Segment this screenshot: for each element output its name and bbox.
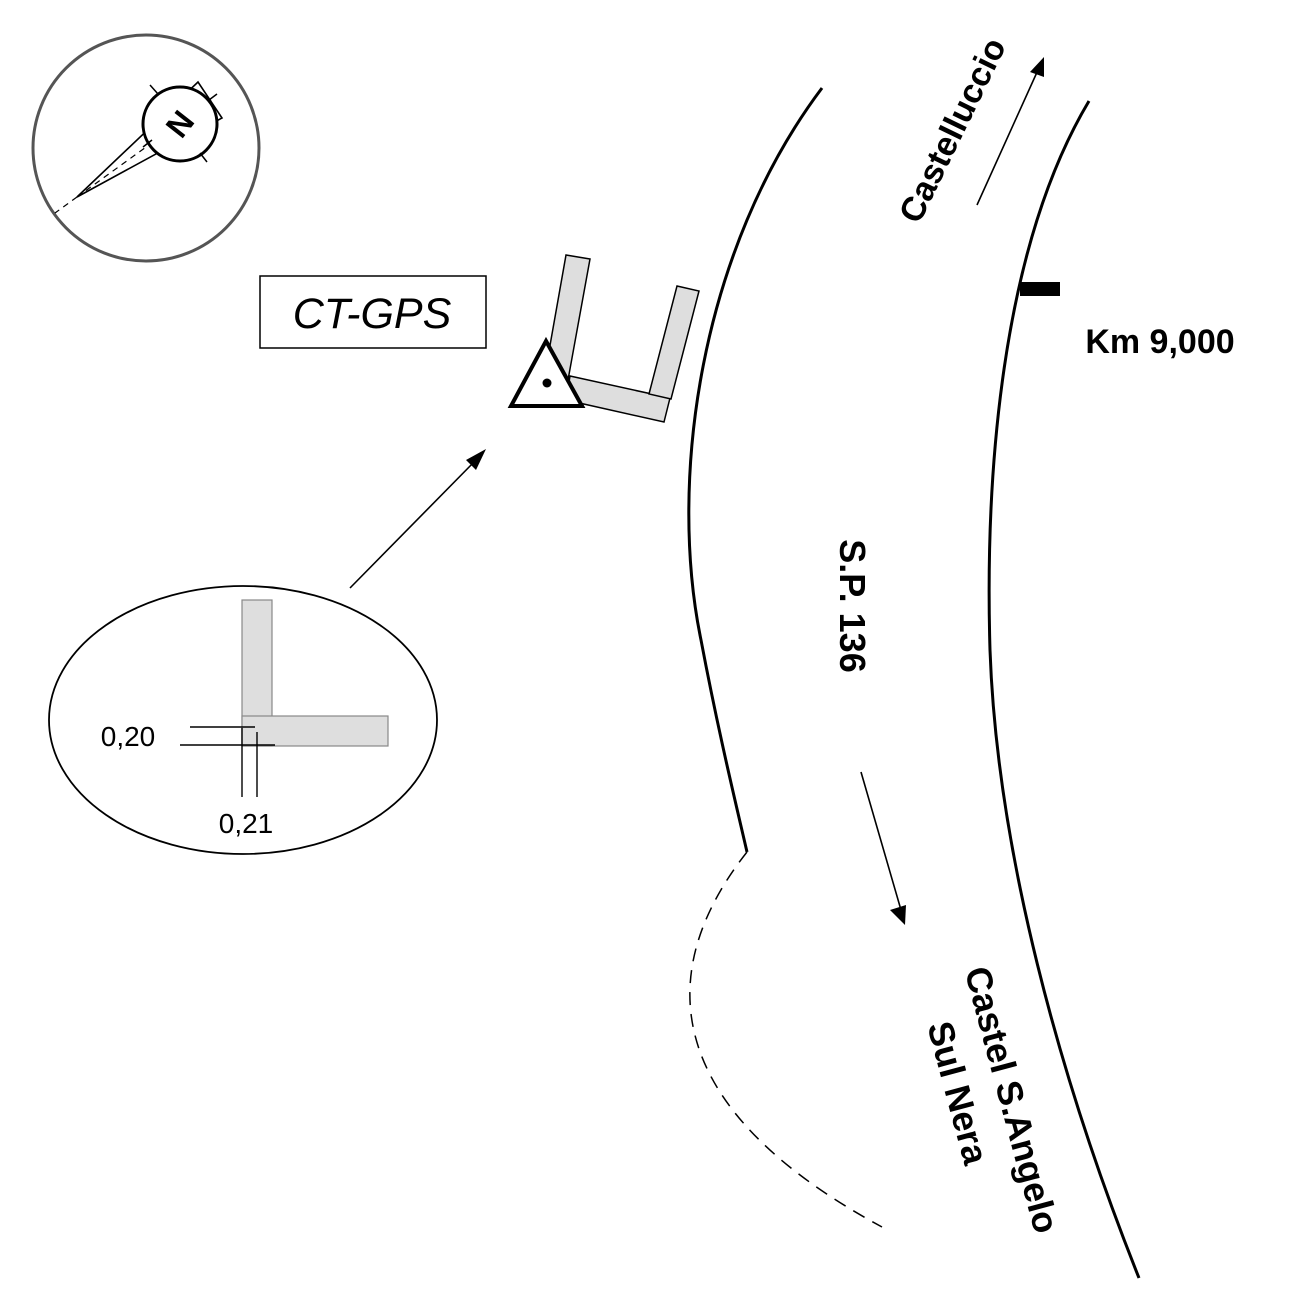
direction-label-castelluccio: Castelluccio	[892, 32, 1014, 229]
dimension-label-horizontal: 0,20	[101, 721, 156, 752]
detail-pointer-arrow	[349, 449, 486, 589]
wall-detail-inset: 0,20 0,21	[48, 585, 438, 855]
compass: N	[31, 33, 261, 263]
km-marker-label: Km 9,000	[1085, 323, 1234, 361]
km-marker: Km 9,000	[1020, 282, 1235, 361]
direction-castel-sangelo: Castel S.Angelo Sul Nera	[860, 771, 1067, 1237]
dimension-label-vertical: 0,21	[219, 808, 274, 839]
road-edge-left-dashed	[689, 851, 883, 1228]
road-name-label: S.P. 136	[832, 539, 873, 672]
station-label-box: CT-GPS	[259, 275, 487, 349]
road-edge-right	[987, 100, 1141, 1279]
compass-ring	[31, 33, 261, 263]
direction-castelluccio: Castelluccio	[892, 32, 1044, 229]
station-label: CT-GPS	[293, 290, 452, 338]
gps-station-icon	[507, 336, 586, 408]
road-edge-left	[687, 87, 824, 853]
compass-needle-icon	[54, 80, 224, 214]
km-marker-post	[1020, 282, 1060, 296]
wall-right	[648, 285, 700, 400]
road	[687, 87, 1141, 1279]
